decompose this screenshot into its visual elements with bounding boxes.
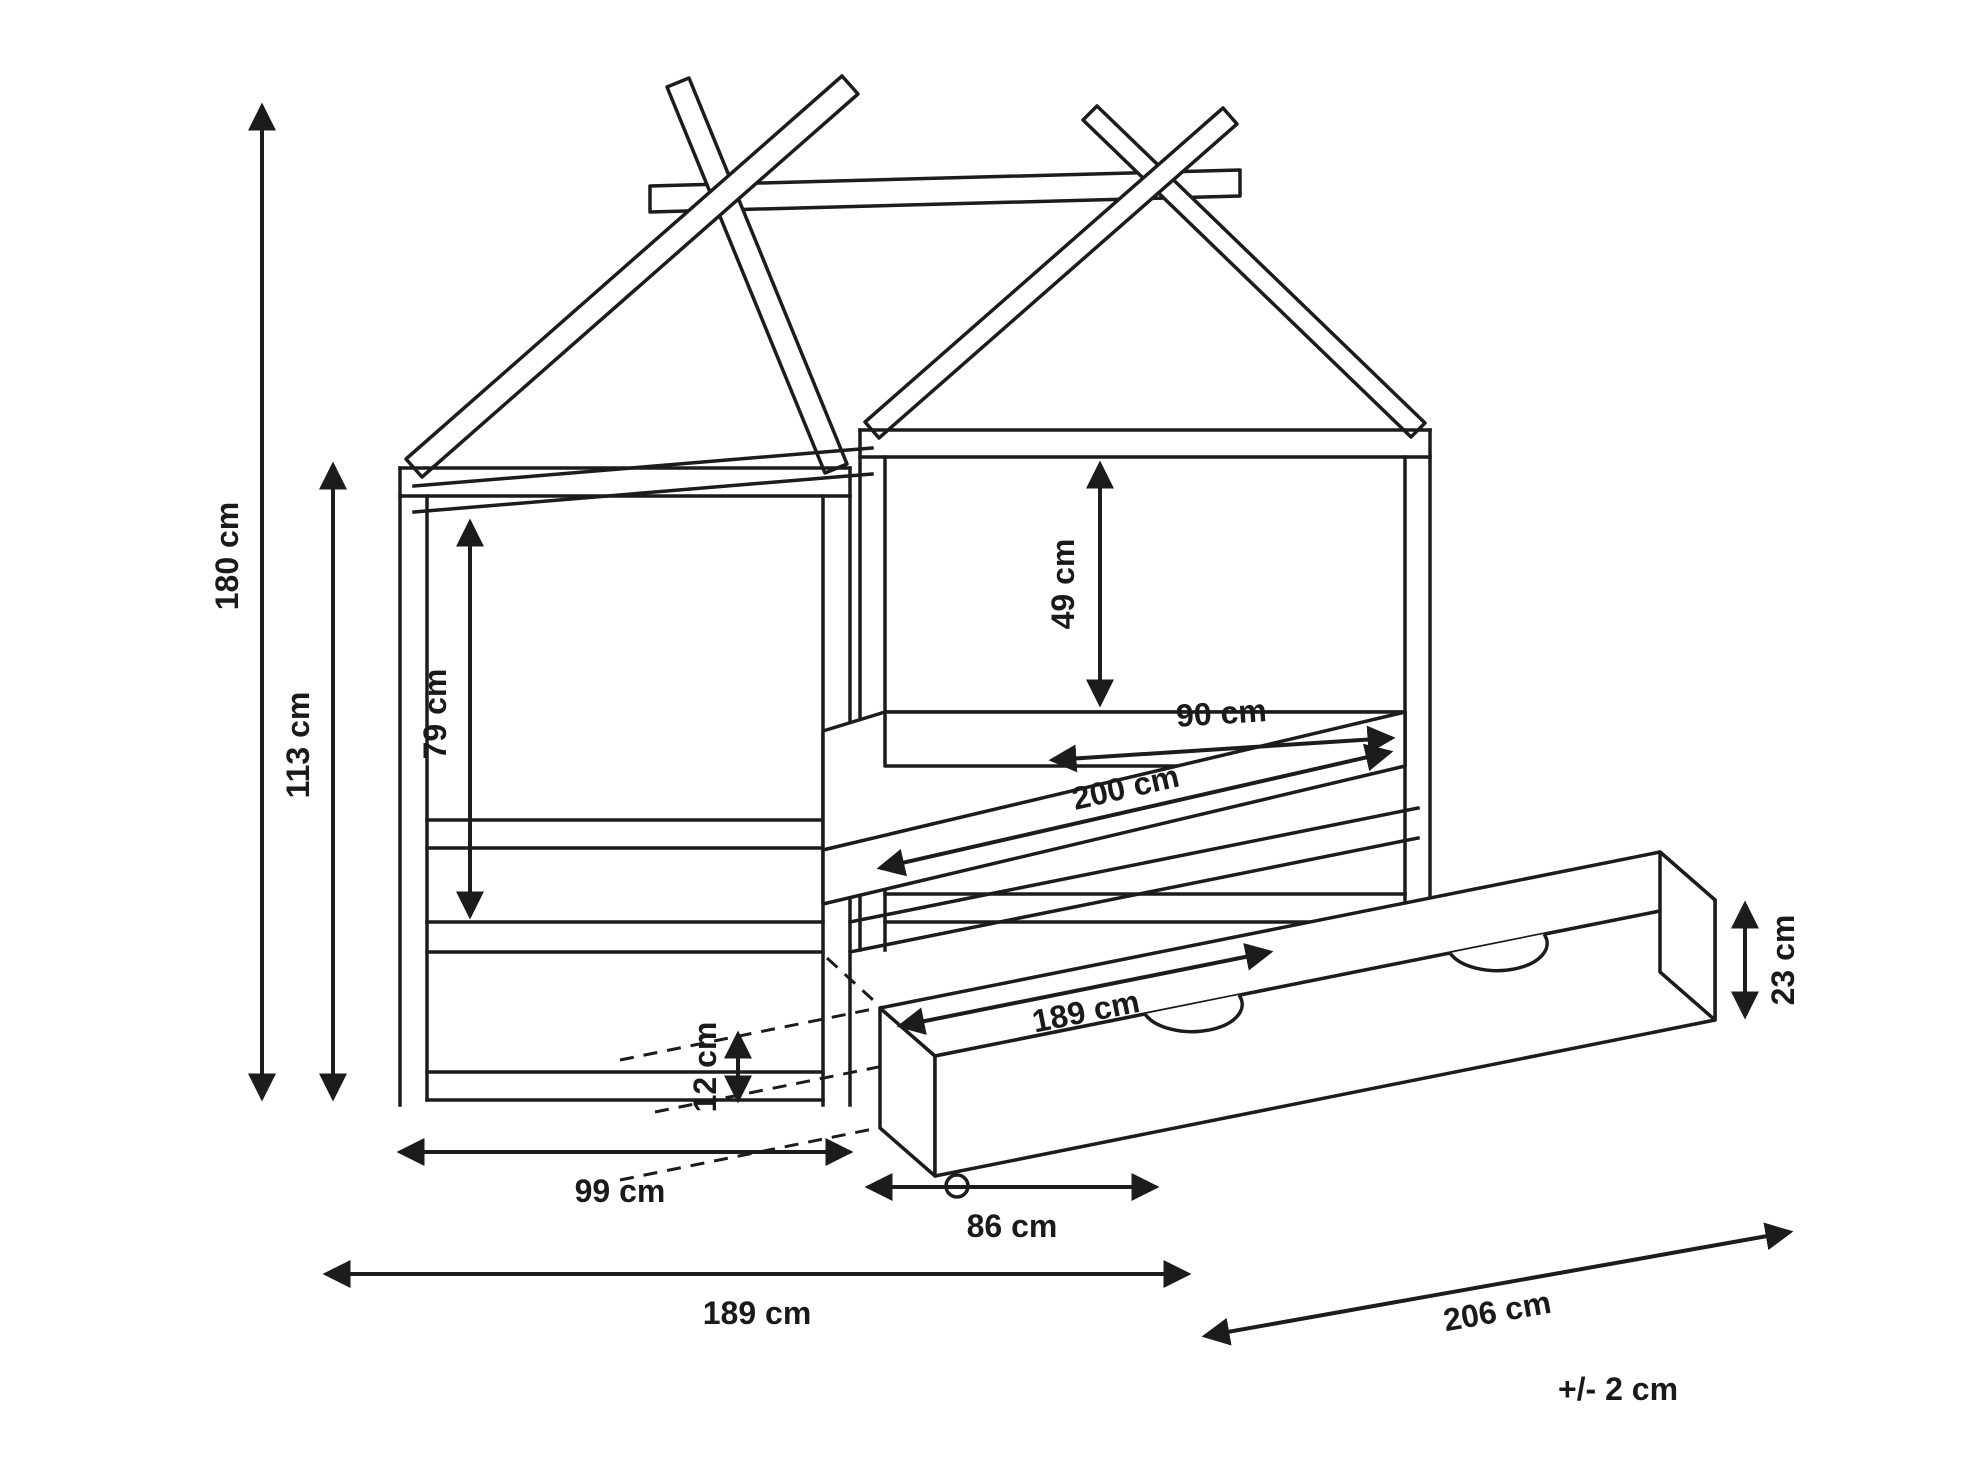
handle-notch bbox=[1448, 933, 1549, 973]
head-gable-roof-beams bbox=[404, 74, 860, 479]
roof-beam bbox=[665, 76, 849, 475]
foot-end-frame bbox=[858, 428, 1432, 952]
dim-label-frame-height: 113 cm bbox=[280, 692, 316, 799]
roof-ridge-beam bbox=[648, 168, 1242, 214]
tolerance-note: +/- 2 cm bbox=[1558, 1371, 1678, 1407]
dim-label-trundle-pullout-width: 86 cm bbox=[967, 1208, 1058, 1244]
dim-arrow-mattress-length bbox=[876, 743, 1394, 877]
dim-label-headboard-clearance: 49 cm bbox=[1045, 539, 1081, 630]
dim-arrow-trundle-inner-length bbox=[896, 943, 1274, 1035]
foot-gable-roof-beams bbox=[863, 104, 1427, 440]
dim-label-mattress-width: 90 cm bbox=[1175, 692, 1268, 734]
dim-label-outer-width: 99 cm bbox=[575, 1173, 666, 1209]
roof-beam bbox=[863, 106, 1239, 440]
dimension-arrows bbox=[248, 102, 1794, 1346]
roof-beam bbox=[1081, 104, 1427, 439]
dim-label-outer-length: 189 cm bbox=[703, 1295, 812, 1331]
dim-label-floor-clearance: 12 cm bbox=[687, 1022, 723, 1113]
dim-label-total-height: 180 cm bbox=[209, 502, 245, 611]
roof-beam bbox=[404, 74, 860, 479]
drawer-right-end bbox=[1658, 850, 1717, 1022]
dim-label-interior-height: 79 cm bbox=[417, 669, 453, 760]
trundle-drawer bbox=[878, 850, 1717, 1199]
dim-arrow-trundle-outer-length bbox=[1201, 1222, 1794, 1346]
dim-label-trundle-height: 23 cm bbox=[1765, 915, 1801, 1006]
